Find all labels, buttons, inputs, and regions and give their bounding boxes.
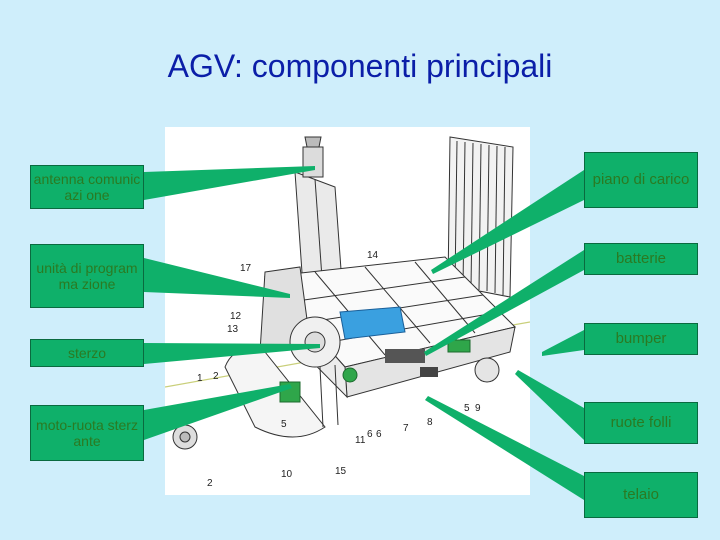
part-number: 5 xyxy=(281,419,287,430)
part-number: 6 xyxy=(367,429,373,440)
part-number: 2 xyxy=(213,371,219,382)
agv-diagram: 14 17 12 13 1 2 2 5 10 15 11 6 6 7 8 5 9 xyxy=(164,127,531,495)
label-telaio-text: telaio xyxy=(623,486,659,503)
part-number: 13 xyxy=(227,324,239,335)
label-unita-text: unità di programma zione xyxy=(36,260,138,292)
part-number: 8 xyxy=(427,417,433,428)
leader-bumper xyxy=(542,330,584,356)
leader-sterzo xyxy=(144,343,320,364)
part-number: 14 xyxy=(367,250,379,261)
label-telaio: telaio xyxy=(584,472,698,518)
part-number: 6 xyxy=(376,429,382,440)
part-number: 9 xyxy=(475,403,481,414)
label-sterzo-text: sterzo xyxy=(67,345,107,361)
label-sterzo: sterzo xyxy=(30,339,144,367)
part-number: 2 xyxy=(207,478,213,489)
label-motoruota-text: moto-ruota sterzante xyxy=(36,417,138,449)
leader-piano xyxy=(431,170,584,274)
label-ruote-text: ruote folli xyxy=(610,414,672,431)
part-number: 1 xyxy=(197,373,203,384)
label-ruote-folli: ruote folli xyxy=(584,402,698,444)
label-bumper: bumper xyxy=(584,323,698,355)
label-motoruota: moto-ruota sterzante xyxy=(30,405,144,461)
part-number: 7 xyxy=(403,423,409,434)
part-number: 17 xyxy=(240,263,252,274)
part-number: 15 xyxy=(335,466,347,477)
leader-unita xyxy=(144,258,290,298)
label-batterie-text: batterie xyxy=(615,250,667,267)
leader-ruote xyxy=(515,370,584,440)
label-antenna: antenna comunicazi one xyxy=(30,165,144,209)
page-title: AGV: componenti principali xyxy=(167,48,553,84)
label-batterie: batterie xyxy=(584,243,698,275)
part-number: 5 xyxy=(464,403,470,414)
part-number: 10 xyxy=(281,469,293,480)
label-piano-text: piano di carico xyxy=(592,171,690,188)
leader-telaio xyxy=(425,396,584,500)
label-unita-programmazione: unità di programma zione xyxy=(30,244,144,308)
part-number: 12 xyxy=(230,311,242,322)
label-bumper-text: bumper xyxy=(615,330,667,347)
leader-antenna xyxy=(144,166,315,200)
leader-motoruota xyxy=(144,384,292,440)
agv-illustration: 14 17 12 13 1 2 2 5 10 15 11 6 6 7 8 5 9 xyxy=(164,136,531,489)
part-number: 11 xyxy=(355,435,366,446)
leader-batterie xyxy=(424,250,584,356)
label-antenna-text: antenna comunicazi one xyxy=(33,171,141,203)
label-piano-carico: piano di carico xyxy=(584,152,698,208)
